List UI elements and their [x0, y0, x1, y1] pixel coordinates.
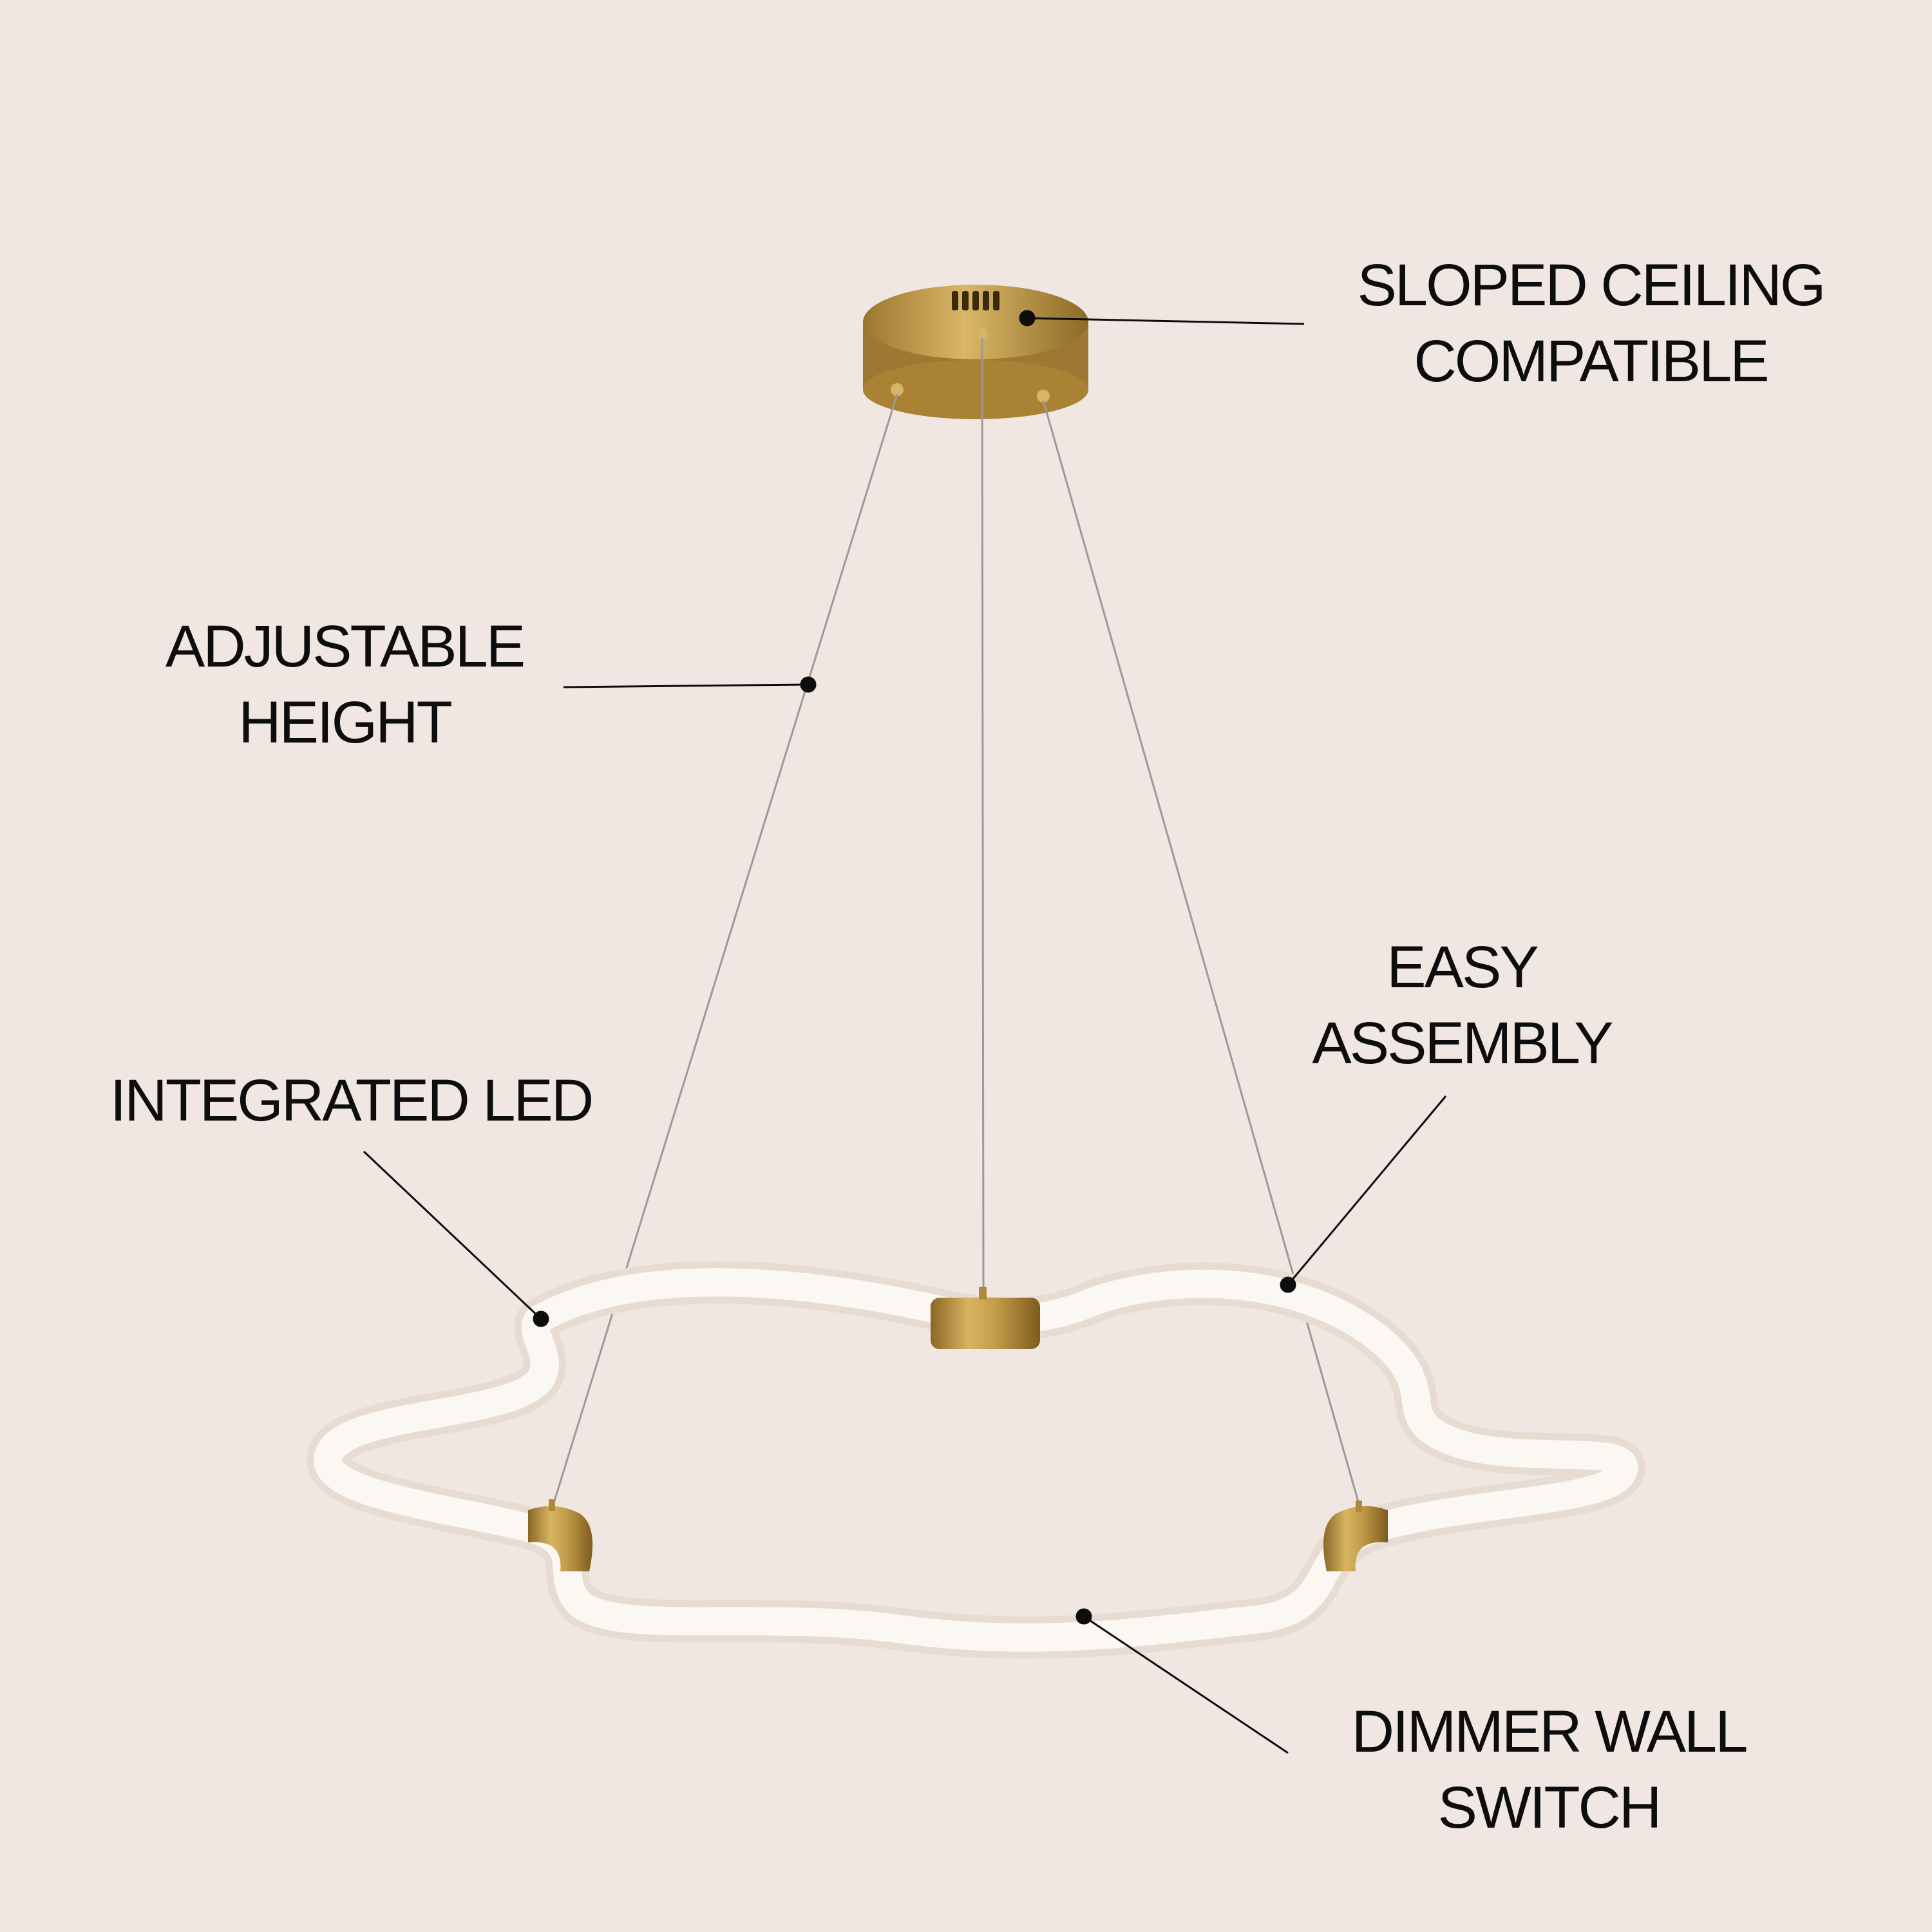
callout-integrated-led: INTEGRATED LED — [87, 1063, 615, 1139]
brass-connector-right — [1323, 1501, 1388, 1571]
callout-easy-line2: ASSEMBLY — [1312, 1010, 1613, 1076]
callout-sloped-ceiling: SLOPED CEILING COMPATIBLE — [1327, 247, 1855, 399]
canopy-vent-slots — [952, 291, 999, 310]
callout-adjustable-line1: ADJUSTABLE — [165, 614, 526, 679]
callout-dot-adjustable — [800, 676, 817, 693]
callout-sloped-line2: COMPATIBLE — [1414, 328, 1769, 394]
callout-adjustable-height: ADJUSTABLE HEIGHT — [138, 609, 551, 761]
callout-dimmer-line1: DIMMER WALL — [1351, 1699, 1748, 1765]
callout-sloped-line1: SLOPED CEILING — [1357, 252, 1826, 318]
callout-adjustable-line2: HEIGHT — [238, 690, 453, 755]
callout-leader-lines — [363, 310, 1447, 1754]
brass-connector-top — [931, 1287, 1040, 1349]
callout-easy-assembly: EASY ASSEMBLY — [1288, 929, 1636, 1081]
callout-dot-led — [533, 1311, 549, 1327]
callout-dimmer-switch: DIMMER WALL SWITCH — [1330, 1694, 1768, 1846]
callout-easy-line1: EASY — [1387, 934, 1539, 1000]
callout-led-line1: INTEGRATED LED — [109, 1068, 594, 1133]
callout-dot-easy — [1280, 1276, 1296, 1293]
callout-dimmer-line2: SWITCH — [1437, 1775, 1662, 1841]
brass-connector-left — [528, 1499, 592, 1571]
ceiling-canopy — [863, 285, 1088, 419]
callout-dot-dimmer — [1075, 1608, 1092, 1625]
callout-dot-sloped — [1019, 310, 1036, 327]
